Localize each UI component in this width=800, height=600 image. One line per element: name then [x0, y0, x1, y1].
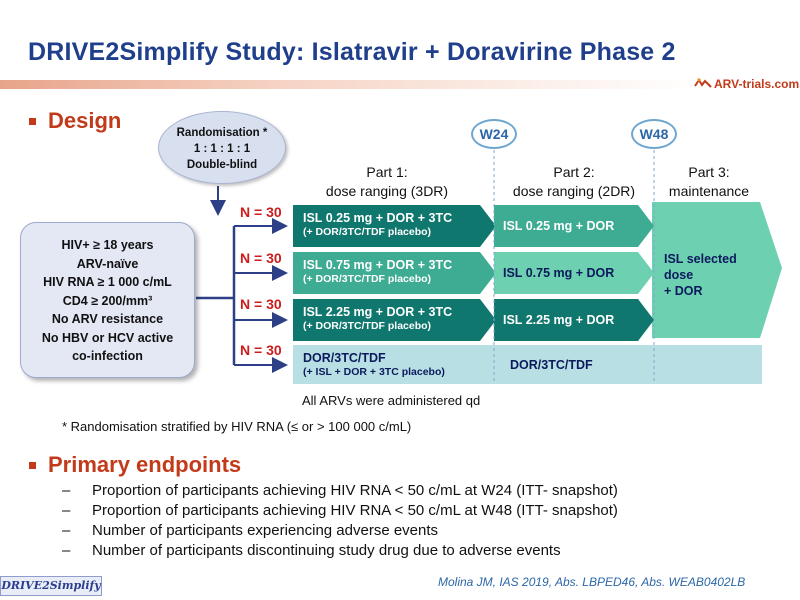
- part3-line: + DOR: [664, 284, 703, 298]
- part2-label: Part 2: dose ranging (2DR): [496, 163, 652, 201]
- arm1-n-label: N = 30: [240, 204, 282, 220]
- population-line: No HBV or HCV active: [41, 330, 174, 345]
- arm4-part1-regimen: DOR/3TC/TDF: [303, 351, 386, 365]
- arm4-part2-text: DOR/3TC/TDF: [510, 358, 593, 372]
- part2-subtitle: dose ranging (2DR): [512, 183, 636, 199]
- logo-mark-icon: [694, 77, 712, 88]
- randomisation-line-1: Randomisation *: [176, 127, 268, 139]
- part1-subtitle: dose ranging (3DR): [325, 183, 449, 199]
- list-item: – Proportion of participants achieving HI…: [62, 501, 618, 521]
- part3-title: Part 3:: [688, 164, 730, 180]
- arm2-n-label: N = 30: [240, 250, 282, 266]
- list-item: – Proportion of participants achieving HI…: [62, 481, 618, 501]
- arm2-part2-text: ISL 0.75 mg + DOR: [503, 266, 615, 280]
- endpoint-text: Number of participants experiencing adve…: [92, 522, 439, 539]
- arm2-part1-text: ISL 0.75 mg + DOR + 3TC (+ DOR/3TC/TDF p…: [296, 258, 452, 286]
- part3-text: ISL selected dose + DOR: [664, 251, 737, 299]
- list-item: – Number of participants experiencing adv…: [62, 521, 618, 541]
- arv-trials-logo[interactable]: ARV-trials.com: [694, 76, 799, 96]
- arm1-part1-box: [293, 205, 496, 247]
- bullet-icon: [29, 118, 36, 125]
- population-line: No ARV resistance: [51, 312, 164, 326]
- arm4-n-label: N = 30: [240, 342, 282, 358]
- arm2-part1-regimen: ISL 0.75 mg + DOR + 3TC: [303, 258, 453, 272]
- study-tag: DRIVE2Simplify: [0, 576, 102, 596]
- arm2-part2-box: [494, 252, 654, 294]
- arm1-part1-regimen: ISL 0.25 mg + DOR + 3TC: [303, 211, 453, 225]
- arm3-part1-placebo: (+ DOR/3TC/TDF placebo): [303, 320, 432, 332]
- population-line: ARV-naïve: [76, 256, 139, 271]
- w48-circle: W48: [631, 119, 677, 149]
- endpoint-text: Proportion of participants achieving HIV…: [92, 482, 618, 499]
- arm4-part1-text: DOR/3TC/TDF (+ ISL + DOR + 3TC placebo): [296, 351, 445, 379]
- dash-marker: –: [62, 522, 71, 539]
- endpoints-list: – Proportion of participants achieving HI…: [62, 481, 618, 561]
- bullet-icon: [29, 462, 36, 469]
- arm1-part1-text: ISL 0.25 mg + DOR + 3TC (+ DOR/3TC/TDF p…: [296, 211, 452, 239]
- endpoint-text: Number of participants discontinuing stu…: [92, 542, 561, 559]
- part3-subtitle: maintenance: [668, 183, 750, 199]
- randomisation-line-2: 1 : 1 : 1 : 1: [193, 143, 251, 155]
- slide-title: DRIVE2Simplify Study: Islatravir + Dorav…: [28, 38, 676, 66]
- arm3-n-label: N = 30: [240, 296, 282, 312]
- part1-label: Part 1: dose ranging (3DR): [302, 163, 472, 201]
- qd-note: All ARVs were administered qd: [302, 393, 481, 408]
- control-arm-bar: [293, 345, 762, 384]
- population-line: co-infection: [72, 349, 143, 363]
- title-divider: [0, 80, 700, 89]
- arm2-part1-box: [293, 252, 496, 294]
- dash-marker: –: [62, 502, 71, 519]
- arm3-part2-box: [494, 299, 654, 341]
- arm1-part1-placebo: (+ DOR/3TC/TDF placebo): [303, 226, 432, 238]
- arm4-part1-placebo: (+ ISL + DOR + 3TC placebo): [303, 366, 445, 378]
- population-line: HIV+ ≥ 18 years: [61, 238, 154, 252]
- part3-line: dose: [664, 268, 694, 282]
- part3-label: Part 3: maintenance: [656, 163, 762, 201]
- part1-title: Part 1:: [366, 164, 408, 180]
- design-heading: Design: [48, 108, 122, 133]
- randomisation-oval: Randomisation * 1 : 1 : 1 : 1 Double-bli…: [158, 111, 286, 184]
- part3-arrow-box: [652, 202, 782, 338]
- arm3-part1-box: [293, 299, 496, 341]
- arm1-part2-text: ISL 0.25 mg + DOR: [503, 219, 615, 233]
- arm1-part2-box: [494, 205, 654, 247]
- stratification-note: * Randomisation stratified by HIV RNA (≤…: [62, 419, 412, 434]
- list-item: – Number of participants discontinuing st…: [62, 541, 618, 561]
- citation: Molina JM, IAS 2019, Abs. LBPED46, Abs. …: [438, 575, 746, 589]
- population-line: HIV RNA ≥ 1 000 c/mL: [43, 275, 172, 289]
- population-line: CD4 ≥ 200/mm³: [62, 293, 153, 308]
- arm3-part1-text: ISL 2.25 mg + DOR + 3TC (+ DOR/3TC/TDF p…: [296, 305, 452, 333]
- dash-marker: –: [62, 482, 71, 499]
- population-box: HIV+ ≥ 18 years ARV-naïve HIV RNA ≥ 1 00…: [20, 222, 195, 378]
- endpoint-text: Proportion of participants achieving HIV…: [92, 502, 618, 519]
- dash-marker: –: [62, 542, 71, 559]
- arm2-part1-placebo: (+ DOR/3TC/TDF placebo): [303, 273, 432, 285]
- arm3-part2-text: ISL 2.25 mg + DOR: [503, 313, 615, 327]
- primary-endpoints-heading: Primary endpoints: [48, 452, 242, 477]
- part3-line: ISL selected: [664, 252, 737, 266]
- w24-circle: W24: [471, 119, 517, 149]
- arm3-part1-regimen: ISL 2.25 mg + DOR + 3TC: [303, 305, 453, 319]
- logo-text: ARV-trials.com: [714, 76, 800, 91]
- part2-title: Part 2:: [553, 164, 595, 180]
- randomisation-line-3: Double-blind: [186, 159, 258, 171]
